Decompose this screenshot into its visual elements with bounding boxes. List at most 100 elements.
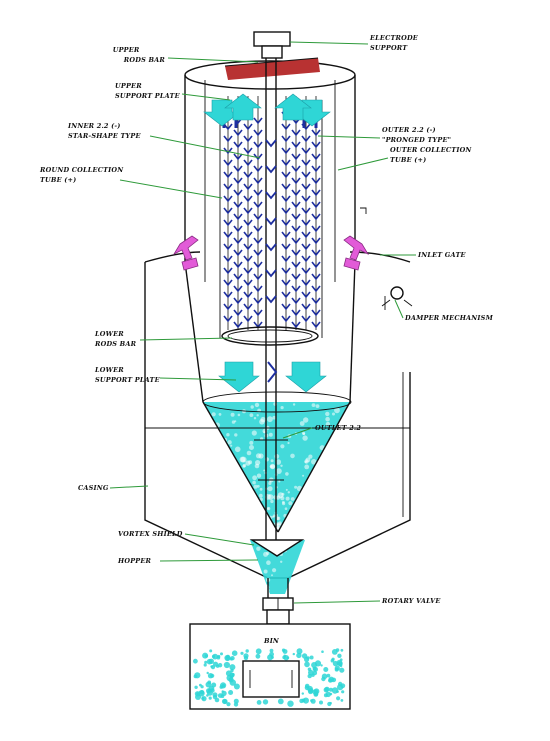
- dust-speck: [287, 491, 290, 494]
- bin-dust-speck: [193, 674, 198, 679]
- dust-speck: [282, 500, 285, 504]
- discharge-mark: [233, 297, 243, 305]
- discharge-mark: [243, 123, 253, 131]
- discharge-mark: [311, 129, 321, 137]
- bin-dust-speck: [207, 673, 214, 679]
- dust-speck: [259, 487, 263, 491]
- discharge-mark: [281, 171, 291, 179]
- dust-speck: [255, 460, 261, 466]
- discharge-mark: [301, 159, 311, 167]
- dust-speck: [263, 469, 266, 472]
- dust-speck: [254, 402, 260, 408]
- discharge-mark: [243, 195, 253, 203]
- dust-speck: [259, 587, 264, 592]
- discharge-mark: [253, 237, 263, 245]
- label-electrode-support: ELECTRODE SUPPORT: [369, 34, 420, 52]
- dust-speck: [253, 484, 258, 489]
- bin-dust-speck: [193, 658, 198, 664]
- discharge-mark: [291, 201, 301, 209]
- bin-dust-speck: [255, 648, 262, 655]
- shaft-flow-mark: [265, 295, 277, 304]
- discharge-mark: [243, 243, 253, 251]
- discharge-mark: [253, 249, 263, 257]
- discharge-mark: [243, 315, 253, 323]
- label-upper-support-plate: UPPER SUPPORT PLATE: [115, 82, 181, 100]
- discharge-mark: [291, 225, 301, 233]
- dust-speck: [258, 493, 263, 498]
- bin-dust-speck: [194, 685, 198, 689]
- discharge-mark: [233, 249, 243, 257]
- discharge-mark: [281, 159, 291, 167]
- dust-speck: [278, 480, 281, 483]
- upper-rods-bar: [224, 57, 320, 80]
- discharge-mark: [253, 201, 263, 209]
- discharge-mark: [311, 261, 321, 269]
- dust-speck: [276, 468, 282, 474]
- bin-dust-speck: [256, 700, 262, 705]
- discharge-mark: [253, 117, 263, 125]
- bin-dust-speck: [230, 656, 235, 661]
- bin-dust-speck: [194, 691, 201, 697]
- bin-dust-speck: [199, 690, 205, 695]
- dust-speck: [252, 480, 256, 485]
- dust-speck: [325, 411, 330, 417]
- bin-dust-speck: [212, 694, 218, 700]
- bin-dust-speck: [209, 649, 213, 653]
- discharge-mark: [291, 321, 301, 329]
- discharge-mark: [291, 309, 301, 317]
- discharge-mark: [233, 225, 243, 233]
- bin-dust-speck: [221, 690, 224, 693]
- inlet-gate-right-lip: [343, 257, 361, 271]
- dust-speck: [311, 459, 317, 465]
- discharge-mark: [281, 291, 291, 299]
- bin-dust: [193, 648, 346, 707]
- discharge-mark: [291, 249, 301, 257]
- dust-speck: [275, 459, 282, 465]
- bin-dust-speck: [337, 653, 342, 658]
- dust-speck: [280, 464, 283, 467]
- bin-dust-speck: [334, 665, 340, 671]
- discharge-mark: [243, 147, 253, 155]
- dust-speck: [266, 506, 271, 511]
- bin-dust-speck: [221, 684, 226, 688]
- discharge-mark: [243, 255, 253, 263]
- discharge-mark: [311, 237, 321, 245]
- bin-dust-speck: [330, 658, 335, 663]
- discharge-mark: [223, 291, 233, 299]
- discharge-mark: [233, 213, 243, 221]
- discharge-mark: [253, 165, 263, 173]
- dust-speck: [270, 459, 274, 463]
- dust-speck: [266, 560, 271, 565]
- label-lower-rods-bar: LOWER RODS BAR: [94, 330, 137, 348]
- dust-speck: [315, 404, 320, 408]
- dust-speck: [302, 474, 305, 477]
- bin-dust-speck: [217, 693, 223, 698]
- discharge-mark: [253, 129, 263, 137]
- bin-dust-speck: [269, 648, 274, 653]
- discharge-mark: [301, 231, 311, 239]
- bin-dust-speck: [233, 702, 239, 707]
- discharge-mark: [291, 285, 301, 293]
- discharge-mark: [233, 201, 243, 209]
- bin-dust-speck: [226, 702, 231, 707]
- discharge-mark: [243, 303, 253, 311]
- dust-speck: [284, 507, 288, 511]
- bin-dust-speck: [203, 663, 207, 667]
- discharge-mark: [311, 225, 321, 233]
- discharge-mark: [233, 177, 243, 185]
- dust-speck: [252, 475, 257, 481]
- discharge-mark: [301, 207, 311, 215]
- discharge-mark: [233, 285, 243, 293]
- discharge-mark: [311, 273, 321, 281]
- dust-speck: [268, 432, 273, 437]
- discharge-mark: [223, 279, 233, 287]
- discharge-mark: [253, 177, 263, 185]
- label-vortex-shield: VORTEX SHIELD: [118, 530, 183, 538]
- electrode-rods: [222, 96, 321, 330]
- discharge-mark: [243, 171, 253, 179]
- dust-speck: [280, 560, 283, 563]
- bin-dust-speck: [277, 698, 284, 705]
- leader-line: [109, 485, 149, 489]
- discharge-mark: [311, 165, 321, 173]
- discharge-mark: [253, 225, 263, 233]
